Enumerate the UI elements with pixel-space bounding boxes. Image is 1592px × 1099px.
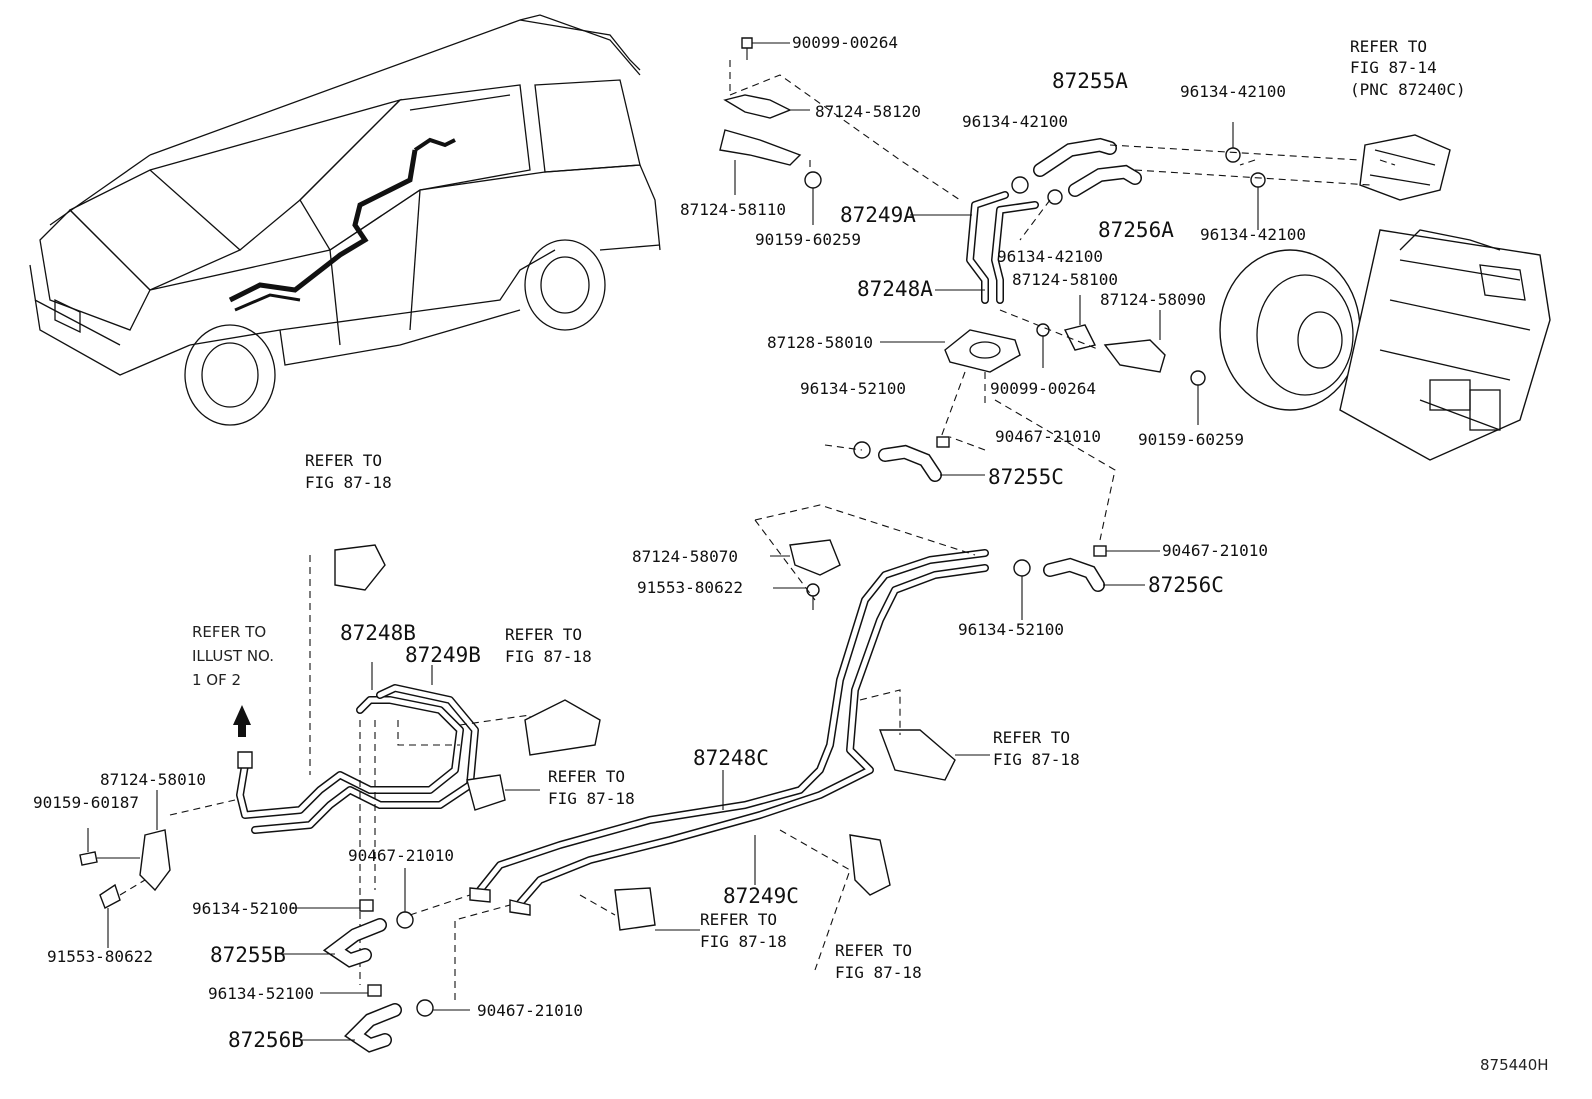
label-87255A: 87255A xyxy=(1052,69,1128,93)
label-87249C: 87249C xyxy=(723,884,799,908)
label-96134-52100-a: 96134-52100 xyxy=(800,379,906,398)
arrow-up-icon xyxy=(233,705,251,737)
ref-fig-87-14-line2: FIG 87-14 xyxy=(1350,58,1437,77)
bracket-parts-top xyxy=(719,37,961,225)
ref-fig-87-18-d-line1: REFER TO xyxy=(993,728,1070,747)
hvac-unit-illustration xyxy=(1219,229,1551,461)
label-87124-58090: 87124-58090 xyxy=(1100,290,1206,309)
ref-fig-87-18-f-line2: FIG 87-18 xyxy=(835,963,922,982)
label-90159-60187: 90159-60187 xyxy=(33,793,139,812)
ref-fig-87-18-f-line1: REFER TO xyxy=(835,941,912,960)
label-87255B: 87255B xyxy=(210,943,286,967)
label-91553-80622-a: 91553-80622 xyxy=(637,578,743,597)
ref-fig-87-18-e-line1: REFER TO xyxy=(700,910,777,929)
label-87248A: 87248A xyxy=(857,277,933,301)
ref-fig-87-14-line3: (PNC 87240C) xyxy=(1350,80,1466,99)
hose-87256C xyxy=(1013,545,1160,620)
ref-fig-87-14-line1: REFER TO xyxy=(1350,37,1427,56)
reference-notes: REFER TO FIG 87-14 (PNC 87240C) REFER TO… xyxy=(192,37,1466,982)
label-96134-42100-a: 96134-42100 xyxy=(962,112,1068,131)
hoses-87255B-87256B xyxy=(280,868,511,1053)
ref-fig-87-18-d-line2: FIG 87-18 xyxy=(993,750,1080,769)
clip-parts-mid xyxy=(994,295,1206,541)
label-90099-00264-top: 90099-00264 xyxy=(792,33,898,52)
label-87124-58120: 87124-58120 xyxy=(815,102,921,121)
label-90159-60259-b: 90159-60259 xyxy=(1138,430,1244,449)
label-87124-58110: 87124-58110 xyxy=(680,200,786,219)
rear-unit-part xyxy=(1359,134,1451,201)
label-90467-21010-d: 90467-21010 xyxy=(477,1001,583,1020)
label-87124-58070: 87124-58070 xyxy=(632,547,738,566)
ref-fig-87-18-a-line2: FIG 87-18 xyxy=(305,473,392,492)
label-87256C: 87256C xyxy=(1148,573,1224,597)
label-96134-42100-c: 96134-42100 xyxy=(997,247,1103,266)
pipes-87248B-87249B xyxy=(236,555,531,985)
fig-87-18-clips xyxy=(334,544,990,971)
label-96134-42100-b: 96134-42100 xyxy=(1180,82,1286,101)
label-96134-52100-b: 96134-52100 xyxy=(958,620,1064,639)
label-87255C: 87255C xyxy=(988,465,1064,489)
vehicle-illustration xyxy=(29,14,661,426)
label-96134-42100-d: 96134-42100 xyxy=(1200,225,1306,244)
diagram-code: 875440H xyxy=(1480,1056,1549,1074)
part-labels: 90099-00264 87124-58120 87124-58110 9015… xyxy=(33,33,1306,1052)
hoses-top xyxy=(880,122,1371,441)
pipes-87248C-87249C xyxy=(469,549,989,916)
bracket-87124-58070 xyxy=(754,504,976,610)
ref-fig-87-18-c-line1: REFER TO xyxy=(548,767,625,786)
label-90467-21010-c: 90467-21010 xyxy=(348,846,454,865)
label-90467-21010-a: 90467-21010 xyxy=(995,427,1101,446)
label-87256A: 87256A xyxy=(1098,218,1174,242)
ref-illust-line1: REFER TO xyxy=(192,623,266,641)
label-87248C: 87248C xyxy=(693,746,769,770)
ref-fig-87-18-b-line2: FIG 87-18 xyxy=(505,647,592,666)
label-90159-60259-a: 90159-60259 xyxy=(755,230,861,249)
label-87256B: 87256B xyxy=(228,1028,304,1052)
ref-illust-line3: 1 OF 2 xyxy=(192,671,241,689)
ref-illust-line2: ILLUST NO. xyxy=(192,647,274,665)
label-90099-00264-mid: 90099-00264 xyxy=(990,379,1096,398)
label-87248B: 87248B xyxy=(340,621,416,645)
clip-parts-left xyxy=(79,790,236,948)
label-96134-52100-d: 96134-52100 xyxy=(208,984,314,1003)
label-91553-80622-b: 91553-80622 xyxy=(47,947,153,966)
label-87124-58100: 87124-58100 xyxy=(1012,270,1118,289)
label-87124-58010: 87124-58010 xyxy=(100,770,206,789)
ref-fig-87-18-b-line1: REFER TO xyxy=(505,625,582,644)
label-96134-52100-c: 96134-52100 xyxy=(192,899,298,918)
label-87249A: 87249A xyxy=(840,203,916,227)
ref-fig-87-18-c-line2: FIG 87-18 xyxy=(548,789,635,808)
label-87128-58010: 87128-58010 xyxy=(767,333,873,352)
ref-fig-87-18-e-line2: FIG 87-18 xyxy=(700,932,787,951)
hose-87255C xyxy=(824,436,986,482)
label-90467-21010-b: 90467-21010 xyxy=(1162,541,1268,560)
label-87249B: 87249B xyxy=(405,643,481,667)
ref-fig-87-18-a-line1: REFER TO xyxy=(305,451,382,470)
